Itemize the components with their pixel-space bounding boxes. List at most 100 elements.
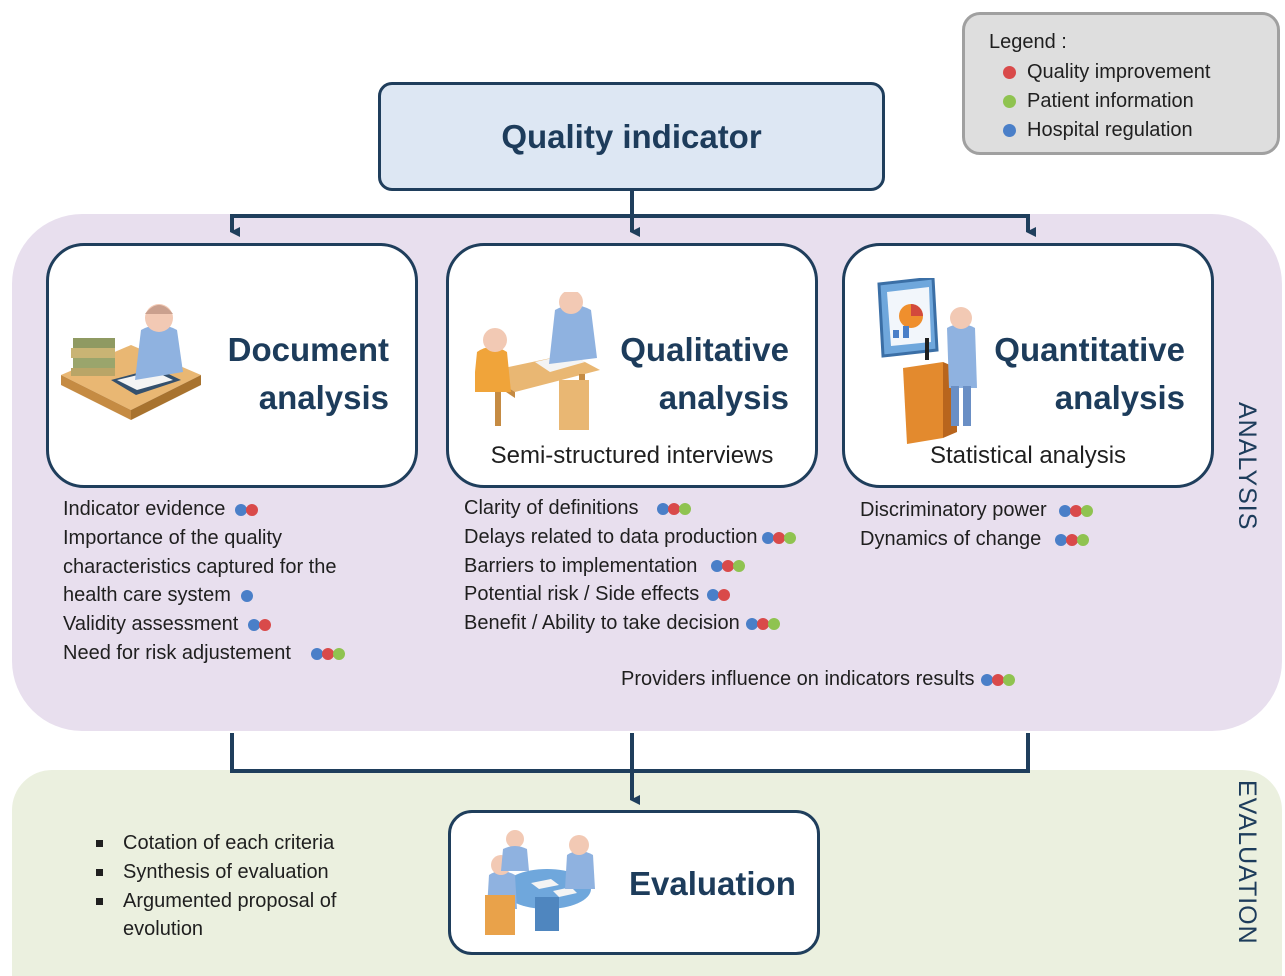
blue-dot-icon [1055, 533, 1068, 546]
green-dot-icon [733, 560, 746, 573]
heading-line: Qualitative [620, 331, 789, 368]
document-analysis-heading: Document analysis [228, 326, 389, 422]
criterion-text: Discriminatory power [860, 499, 1047, 521]
red-dot-icon [321, 647, 334, 660]
red-dot-icon [722, 560, 735, 573]
criterion-dots [1055, 533, 1090, 546]
person-at-desk-with-books-icon [61, 304, 201, 420]
quantitative-criteria-list: Discriminatory power Dynamics of change [860, 496, 1093, 554]
presenter-with-chart-icon [877, 278, 977, 444]
heading-line: Document [227, 331, 389, 368]
blue-dot-icon [235, 503, 248, 516]
heading-line: analysis [1054, 379, 1185, 416]
red-dot-icon [756, 617, 769, 630]
criterion-dots [1058, 504, 1093, 517]
evaluation-heading: Evaluation [629, 865, 796, 902]
criterion-item: characteristics captured for the [63, 553, 344, 582]
criterion-text: Providers influence on indicators result… [621, 668, 975, 690]
evaluation-list: Cotation of each criteria Synthesis of e… [96, 829, 336, 944]
criterion-text: Benefit / Ability to take decision [464, 612, 740, 635]
legend-item-quality-improvement: Quality improvement [989, 58, 1277, 87]
criterion-dots [240, 590, 253, 603]
criterion-dots [980, 673, 1015, 686]
quantitative-analysis-heading: Quantitative analysis [994, 326, 1185, 422]
legend-title: Legend : [989, 31, 1067, 53]
green-dot-icon [1002, 673, 1015, 686]
blue-dot-icon [240, 590, 253, 603]
qualitative-analysis-heading: Qualitative analysis [620, 326, 789, 422]
meeting-table-icon [485, 830, 595, 935]
green-dot-icon [678, 502, 691, 515]
criterion-item: Clarity of definitions [464, 494, 795, 523]
criterion-text: Indicator evidence [63, 498, 226, 520]
criterion-dots [745, 617, 780, 630]
criterion-text: Validity assessment [63, 613, 239, 636]
criterion-item: Delays related to data production [464, 523, 796, 552]
criterion-item: Indicator evidence [63, 495, 344, 524]
criterion-dots [235, 503, 259, 516]
blue-dot-icon [1003, 124, 1016, 137]
criterion-dots [248, 618, 272, 631]
blue-dot-icon [310, 647, 323, 660]
criterion-item: Importance of the quality [63, 524, 344, 553]
quantitative-analysis-card: Quantitative analysis Statistical analys… [842, 243, 1214, 488]
red-dot-icon [718, 589, 731, 602]
red-dot-icon [246, 503, 259, 516]
criterion-item: Providers influence on indicators result… [621, 665, 1015, 694]
heading-line: analysis [258, 379, 389, 416]
criterion-item: Barriers to implementation [464, 552, 795, 581]
legend-label: Quality improvement [1027, 61, 1211, 83]
heading-line: Quantitative [994, 331, 1185, 368]
blue-dot-icon [980, 673, 993, 686]
document-criteria-list: Indicator evidence Importance of the qua… [63, 495, 345, 668]
red-dot-icon [667, 502, 680, 515]
legend: Legend : Quality improvement Patient inf… [962, 12, 1280, 155]
blue-dot-icon [711, 560, 724, 573]
green-dot-icon [332, 647, 345, 660]
criterion-dots [761, 531, 796, 544]
red-dot-icon [259, 618, 272, 631]
criterion-text: Dynamics of change [860, 527, 1042, 550]
blue-dot-icon [1058, 504, 1071, 517]
red-dot-icon [1003, 66, 1016, 79]
legend-label: Hospital regulation [1027, 119, 1193, 141]
green-dot-icon [1080, 504, 1093, 517]
criterion-dots [656, 502, 691, 515]
blue-dot-icon [656, 502, 669, 515]
list-item-continuation: evolution [123, 918, 204, 941]
criterion-text: Barriers to implementation [464, 554, 698, 577]
criterion-text: Need for risk adjustement [63, 641, 291, 664]
criterion-text: Clarity of definitions [464, 497, 639, 519]
criterion-item: Discriminatory power [860, 496, 1093, 525]
list-item: Argumented proposal of [96, 887, 336, 916]
criterion-item: Dynamics of change [860, 525, 1092, 554]
legend-item-hospital-regulation: Hospital regulation [989, 116, 1277, 145]
criterion-item: Potential risk / Side effects [464, 580, 795, 609]
criterion-text: Potential risk / Side effects [464, 583, 700, 606]
quality-indicator-title: Quality indicator [501, 117, 762, 155]
blue-dot-icon [707, 589, 720, 602]
document-analysis-card: Document analysis [46, 243, 418, 488]
blue-dot-icon [761, 531, 774, 544]
blue-dot-icon [248, 618, 261, 631]
criterion-text: characteristics captured for the [63, 555, 337, 578]
qualitative-criteria-list: Clarity of definitions Delays related to… [464, 494, 796, 638]
criterion-text: Importance of the quality [63, 526, 283, 549]
criterion-item: Benefit / Ability to take decision [464, 609, 795, 638]
legend-label: Patient information [1027, 90, 1194, 112]
evaluation-label: EVALUATION [1233, 780, 1261, 945]
criterion-dots [707, 589, 731, 602]
qualitative-subtitle: Semi-structured interviews [490, 442, 774, 469]
interview-people-icon [475, 292, 600, 430]
evaluation-box: Evaluation [448, 810, 820, 955]
criterion-text: Delays related to data production [464, 525, 758, 548]
green-dot-icon [1077, 533, 1090, 546]
green-dot-icon [1003, 95, 1016, 108]
qualitative-analysis-card: Qualitative analysis Semi-structured int… [446, 243, 818, 488]
criterion-dots [310, 647, 345, 660]
criterion-dots [711, 560, 746, 573]
red-dot-icon [1066, 533, 1079, 546]
blue-dot-icon [745, 617, 758, 630]
providers-influence-criterion: Providers influence on indicators result… [621, 665, 1015, 694]
